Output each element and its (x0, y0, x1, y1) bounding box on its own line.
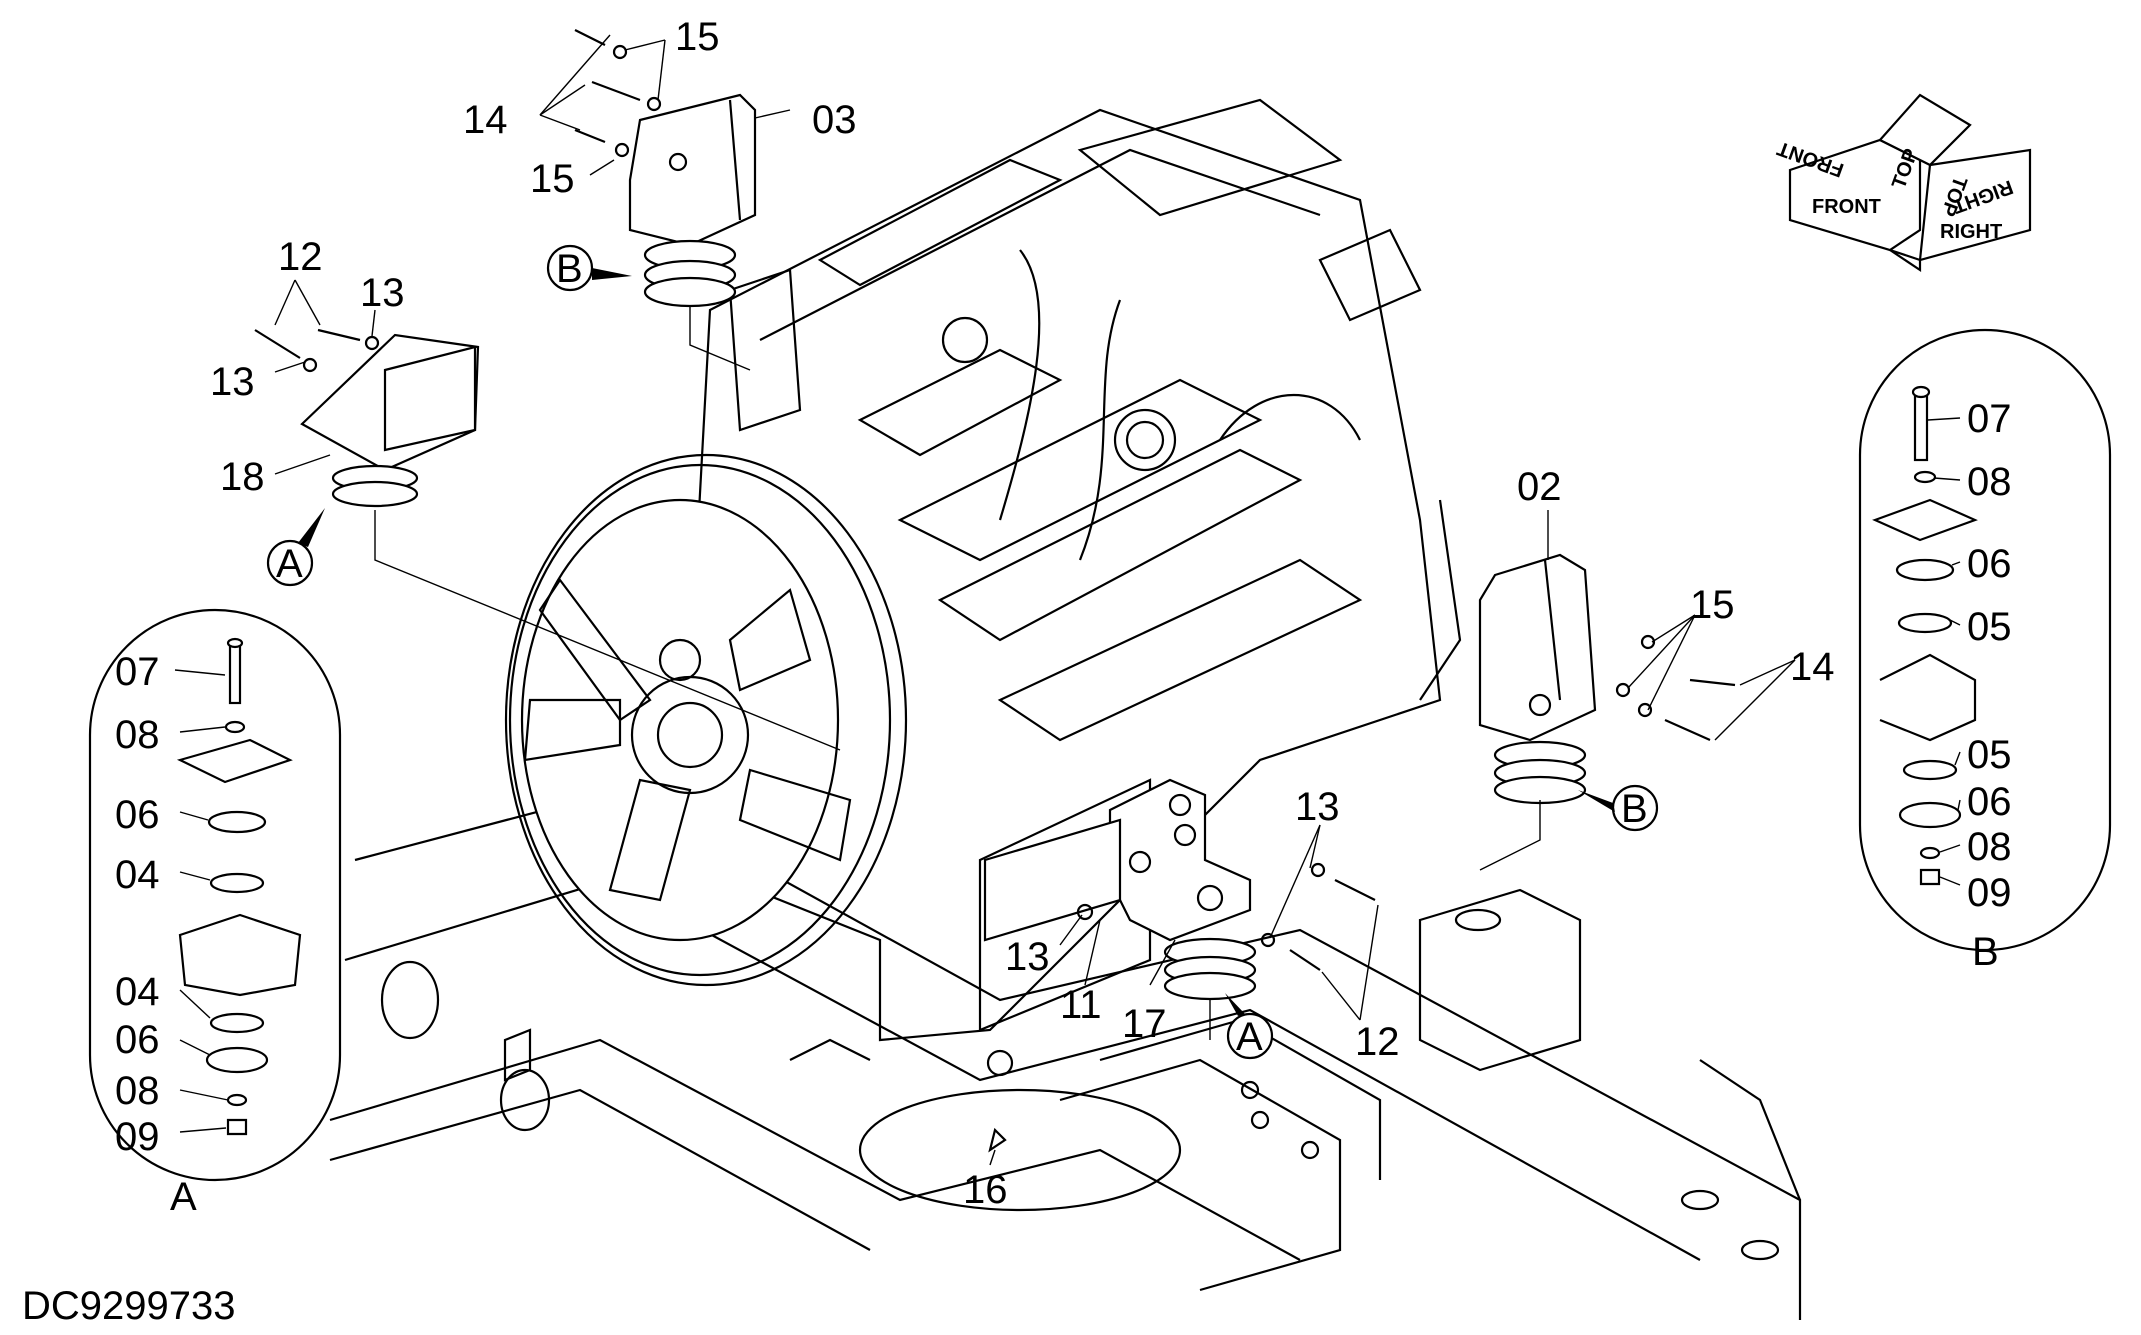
callout-15: 15 (675, 15, 720, 59)
callout-14: 14 (463, 98, 508, 142)
detail-B-caption: B (1972, 930, 1999, 974)
detail-B-callout-07: 07 (1967, 397, 2012, 441)
callout-11: 11 (1060, 983, 1102, 1027)
detail-B-callout-05: 05 (1967, 605, 2012, 649)
detail-B-callout-06: 06 (1967, 542, 2012, 586)
callout-15: 15 (530, 157, 575, 201)
detail-B-callout-09: 09 (1967, 871, 2012, 915)
ref-bubble-B-upper: B (556, 247, 583, 291)
detail-A-caption: A (170, 1175, 197, 1219)
callout-15: 15 (1690, 583, 1735, 627)
detail-B-callout-08: 08 (1967, 460, 2012, 504)
ref-bubble-A-left: A (276, 542, 303, 586)
callout-14: 14 (1790, 645, 1835, 689)
orientation-front-label: FRONT (1812, 196, 1881, 218)
detail-B-callout-05: 05 (1967, 733, 2012, 777)
chassis-frame (329, 788, 1802, 1320)
drawing-number: DC9299733 (22, 1284, 236, 1328)
detail-A-callout-04: 04 (115, 853, 160, 897)
detail-A-callout-08: 08 (115, 713, 160, 757)
detail-ref-bubbles: B A B A (266, 244, 1659, 1060)
detail-A-callout-09: 09 (115, 1115, 160, 1159)
callout-12: 12 (1355, 1020, 1400, 1064)
orientation-right-label: RIGHT (1940, 221, 2002, 243)
detail-B-panel (1858, 328, 2112, 952)
detail-A-callout-06: 06 (115, 1018, 160, 1062)
mount-bracket-17 (983, 778, 1379, 1166)
callout-13: 13 (210, 360, 255, 404)
cooling-fan (504, 453, 908, 987)
mount-bracket-02 (1478, 510, 1796, 805)
detail-A-panel (88, 608, 342, 1182)
callout-18: 18 (220, 455, 265, 499)
callout-13: 13 (360, 271, 405, 315)
mount-bracket-18 (254, 279, 480, 508)
callout-02: 02 (1517, 465, 1562, 509)
callout-13: 13 (1005, 935, 1050, 979)
bolts-14-15-upper (539, 29, 791, 176)
detail-B-callout-08: 08 (1967, 825, 2012, 869)
dashed-guide-lines (374, 305, 1541, 1040)
engine-assembly (678, 98, 1462, 1042)
callout-03: 03 (812, 98, 857, 142)
callout-16: 16 (963, 1168, 1008, 1212)
callout-12: 12 (278, 235, 323, 279)
detail-A-callout-07: 07 (115, 650, 160, 694)
callout-17: 17 (1122, 1002, 1167, 1046)
detail-B-callout-06: 06 (1967, 780, 2012, 824)
detail-A-callout-04: 04 (115, 970, 160, 1014)
callout-13: 13 (1295, 785, 1340, 829)
ref-bubble-B-right: B (1621, 787, 1648, 831)
mount-bracket-03 (628, 93, 757, 308)
detail-A-callout-08: 08 (115, 1069, 160, 1113)
callout-labels: 15 14 03 15 12 13 13 18 02 15 14 13 13 1… (115, 15, 2012, 1219)
ref-bubble-A-lower: A (1236, 1015, 1263, 1059)
detail-A-callout-06: 06 (115, 793, 160, 837)
orientation-symbol: FRONT RIGHT TOP FRONT TOP RIGHT (1774, 93, 2032, 273)
